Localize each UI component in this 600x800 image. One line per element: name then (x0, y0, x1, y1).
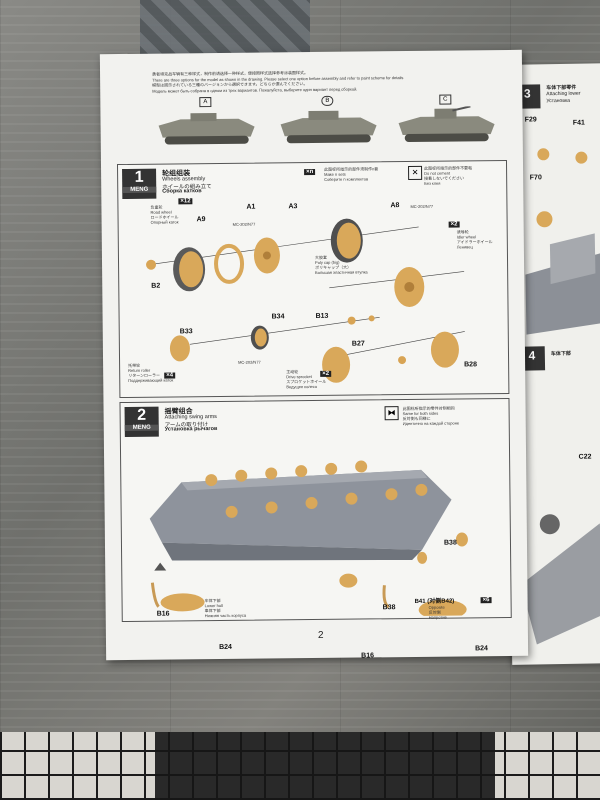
paint-code-1: MC-202/N77 (232, 221, 256, 227)
step1-make-sets-icon: ×n (304, 168, 316, 176)
part-b33-label: B33 (179, 328, 193, 336)
part-b27-label: B27 (351, 340, 365, 348)
road-wheel-ru: Опорный каток (150, 219, 179, 225)
part-b24-label-2: B24 (475, 645, 488, 653)
step4-title-cn: 车体下部 (550, 350, 571, 358)
part-b16-label-2: B16 (361, 652, 375, 660)
variant-a-label: A (199, 97, 212, 108)
lower-hull-caption: 车体下部 Lower hull 車体下部 Нижняя часть корпус… (204, 598, 265, 619)
step3-title-en: Attaching lower (546, 90, 581, 98)
sprocket-caption: 主动轮 Drive sprocket スプロケットホイール Ведущее ко… (286, 369, 348, 390)
part-a3-label: A3 (288, 203, 298, 211)
step1-make-sets-note: 此图标所指示的部件须制作n套 Make n sets Соберите n ко… (324, 166, 404, 182)
both-sides-icon: ⧓ (384, 406, 399, 421)
page-number: 2 (317, 629, 324, 641)
part-b38-label-2: B38 (382, 604, 396, 612)
sprocket-ru: Ведущее колесо (286, 383, 318, 390)
part-b13-label: B13 (315, 312, 329, 320)
step1-do-not-cement-note: 此图标所指示的部件不要粘 Do not cement 接着しないでください Бе… (424, 165, 502, 186)
step2-both-sides-note: 此图标所指示的零件对侧相同 Same for both sides 反対側も同様… (402, 405, 503, 427)
part-a1-label: A1 (246, 203, 256, 211)
road-wheel-caption: 负重轮 Road wheel ロードホイール Опорный каток (150, 204, 196, 225)
dont-cement-ru: Без клея (424, 180, 441, 186)
step2-hull-diagram (149, 460, 468, 620)
variant-a: A (150, 97, 261, 153)
paint-code-2: MC-202/N77 (410, 203, 434, 209)
part-b38-label-1: B38 (443, 539, 457, 547)
step2-panel: 2 MENG 摇臂组合 Attaching swing arms アームの取り付… (119, 397, 512, 660)
idler-caption: 诱导轮 Idler wheel アイドラーホイール Ленивец (456, 229, 505, 250)
step2-number: 2 (137, 406, 147, 424)
photographer-shadow (155, 732, 495, 800)
part-b16-label-1: B16 (156, 610, 170, 618)
part-b34-label: B34 (271, 313, 285, 321)
step1-brand: MENG (122, 186, 157, 193)
next-page-sheet: 3 车体下部零件 Attaching lower Установка F29 F… (501, 63, 600, 665)
part-b24-label-1: B24 (219, 643, 232, 652)
lower-hull-ru: Нижняя часть корпуса (204, 612, 247, 619)
poly-cap-caption-1: 大胶套 Poly cap (big) ポリキャップ（大） Большая эла… (315, 254, 385, 275)
make-sets-ru: Соберите n комплектов (324, 176, 369, 182)
step2-brand: MENG (124, 424, 159, 431)
part-a9-label: A9 (196, 216, 206, 224)
do-not-cement-icon: ✕ (408, 165, 423, 181)
part-a8-label: A8 (390, 202, 400, 210)
part-b41-label: B41 (对侧B42) (414, 598, 455, 605)
opposite-caption: Opposite 反対側 Напротив (429, 604, 479, 620)
part-b2-label: B2 (151, 282, 161, 290)
step3-title-ru: Установка (546, 97, 571, 105)
variant-b-label: B (321, 95, 334, 106)
idler-qty: ×2 (448, 221, 460, 228)
patterned-tile-top (140, 0, 310, 60)
idler-ru: Ленивец (456, 244, 473, 250)
step3-hull-drawing (525, 148, 600, 335)
both-sides-ru: Идентично на каждой стороне (402, 420, 460, 427)
swing-arm-qty: ×6 (480, 597, 492, 604)
step1-wheel-diagram (146, 218, 465, 383)
paint-code-3: MC-202/N77 (238, 359, 261, 365)
intro-text-block: 勇者坦克战车辆有三种样式，制作前请选择一种样式，便按照样式选择参考涂装图样式。 … (152, 68, 492, 94)
part-f29: F29 (524, 116, 537, 124)
step1-panel: 1 MENG 轮组组装 Wheels assembly ホイールの組み立て Сб… (116, 159, 510, 399)
return-ru: Поддерживающий каток (128, 377, 174, 383)
variant-c-label: C (439, 94, 452, 105)
polycap-ru: Большая эластичная втулка (315, 269, 368, 275)
step1-number: 1 (134, 168, 144, 186)
part-b28-label: B28 (464, 361, 477, 369)
instruction-sheet: 勇者坦克战车辆有三种样式，制作前请选择一种样式，便按照样式选择参考涂装图样式。 … (99, 49, 529, 661)
variant-c-tank-icon (398, 105, 495, 142)
part-c22: C22 (578, 453, 592, 461)
step4-hull-drawing (520, 514, 600, 645)
variant-b-tank-icon (280, 110, 377, 144)
variant-b: B (272, 95, 383, 151)
opposite-ru: Напротив (428, 614, 447, 620)
return-roller-caption: 托带轮 Return roller リターンローラー Поддерживающи… (128, 362, 188, 383)
variant-a-tank-icon (158, 113, 255, 145)
variant-c: C (390, 94, 501, 150)
